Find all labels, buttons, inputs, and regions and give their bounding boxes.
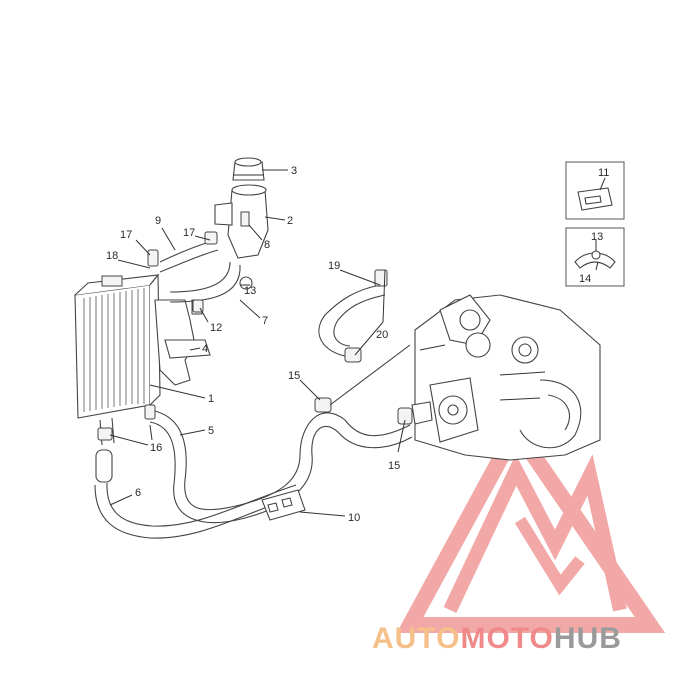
- callout-13-b: 13: [591, 231, 603, 243]
- hose-9: [159, 239, 219, 273]
- callout-2: 2: [287, 215, 293, 227]
- callout-15-b: 15: [388, 460, 400, 472]
- fittings: [97, 231, 413, 441]
- expansion-tank: [214, 184, 269, 259]
- callout-13-a: 13: [244, 285, 256, 297]
- callout-12: 12: [210, 322, 222, 334]
- inset-box-11: [565, 161, 625, 220]
- watermark-text-moto: MOTO: [460, 622, 553, 655]
- radiator: [74, 273, 161, 419]
- callout-6: 6: [135, 487, 141, 499]
- watermark-text: AUTOMOTOHUB: [372, 622, 622, 655]
- callout-18: 18: [106, 250, 118, 262]
- inset-box-13-14: [565, 227, 625, 287]
- leader-lines: [109, 169, 606, 517]
- callout-17-b: 17: [183, 227, 195, 239]
- callout-11: 11: [598, 167, 609, 179]
- callout-3: 3: [291, 165, 297, 177]
- watermark-triangle-outer: [396, 414, 666, 633]
- callout-19: 19: [328, 260, 340, 272]
- callout-labels: 1 2 3 4 5 6 7 8 9 10 11 12 13 13 14 15 1…: [106, 165, 609, 524]
- hose-clip-10: [261, 489, 306, 521]
- callout-8: 8: [264, 239, 270, 251]
- callout-15-a: 15: [288, 370, 300, 382]
- callout-17-a: 17: [120, 229, 132, 241]
- callout-10: 10: [348, 512, 360, 524]
- callout-1: 1: [208, 393, 214, 405]
- hose-6: [94, 482, 301, 539]
- callout-14: 14: [579, 273, 591, 285]
- callout-20: 20: [376, 329, 388, 341]
- hose-7: [169, 261, 241, 303]
- radiator-bracket: [154, 299, 211, 386]
- callout-16: 16: [150, 442, 162, 454]
- hose-section-16: [95, 449, 113, 483]
- callout-9: 9: [155, 215, 161, 227]
- water-pump: [411, 377, 479, 443]
- tank-cap: [232, 157, 265, 181]
- callout-5: 5: [208, 425, 214, 437]
- hose-19: [318, 284, 386, 357]
- watermark-m-shape: [443, 454, 627, 613]
- callout-7: 7: [262, 315, 268, 327]
- callout-4: 4: [202, 343, 208, 355]
- watermark-inner-hook: [514, 516, 585, 596]
- watermark-text-hub: HUB: [554, 622, 622, 655]
- watermark-text-auto: AUTO: [372, 622, 460, 655]
- watermark-logo: [396, 414, 666, 633]
